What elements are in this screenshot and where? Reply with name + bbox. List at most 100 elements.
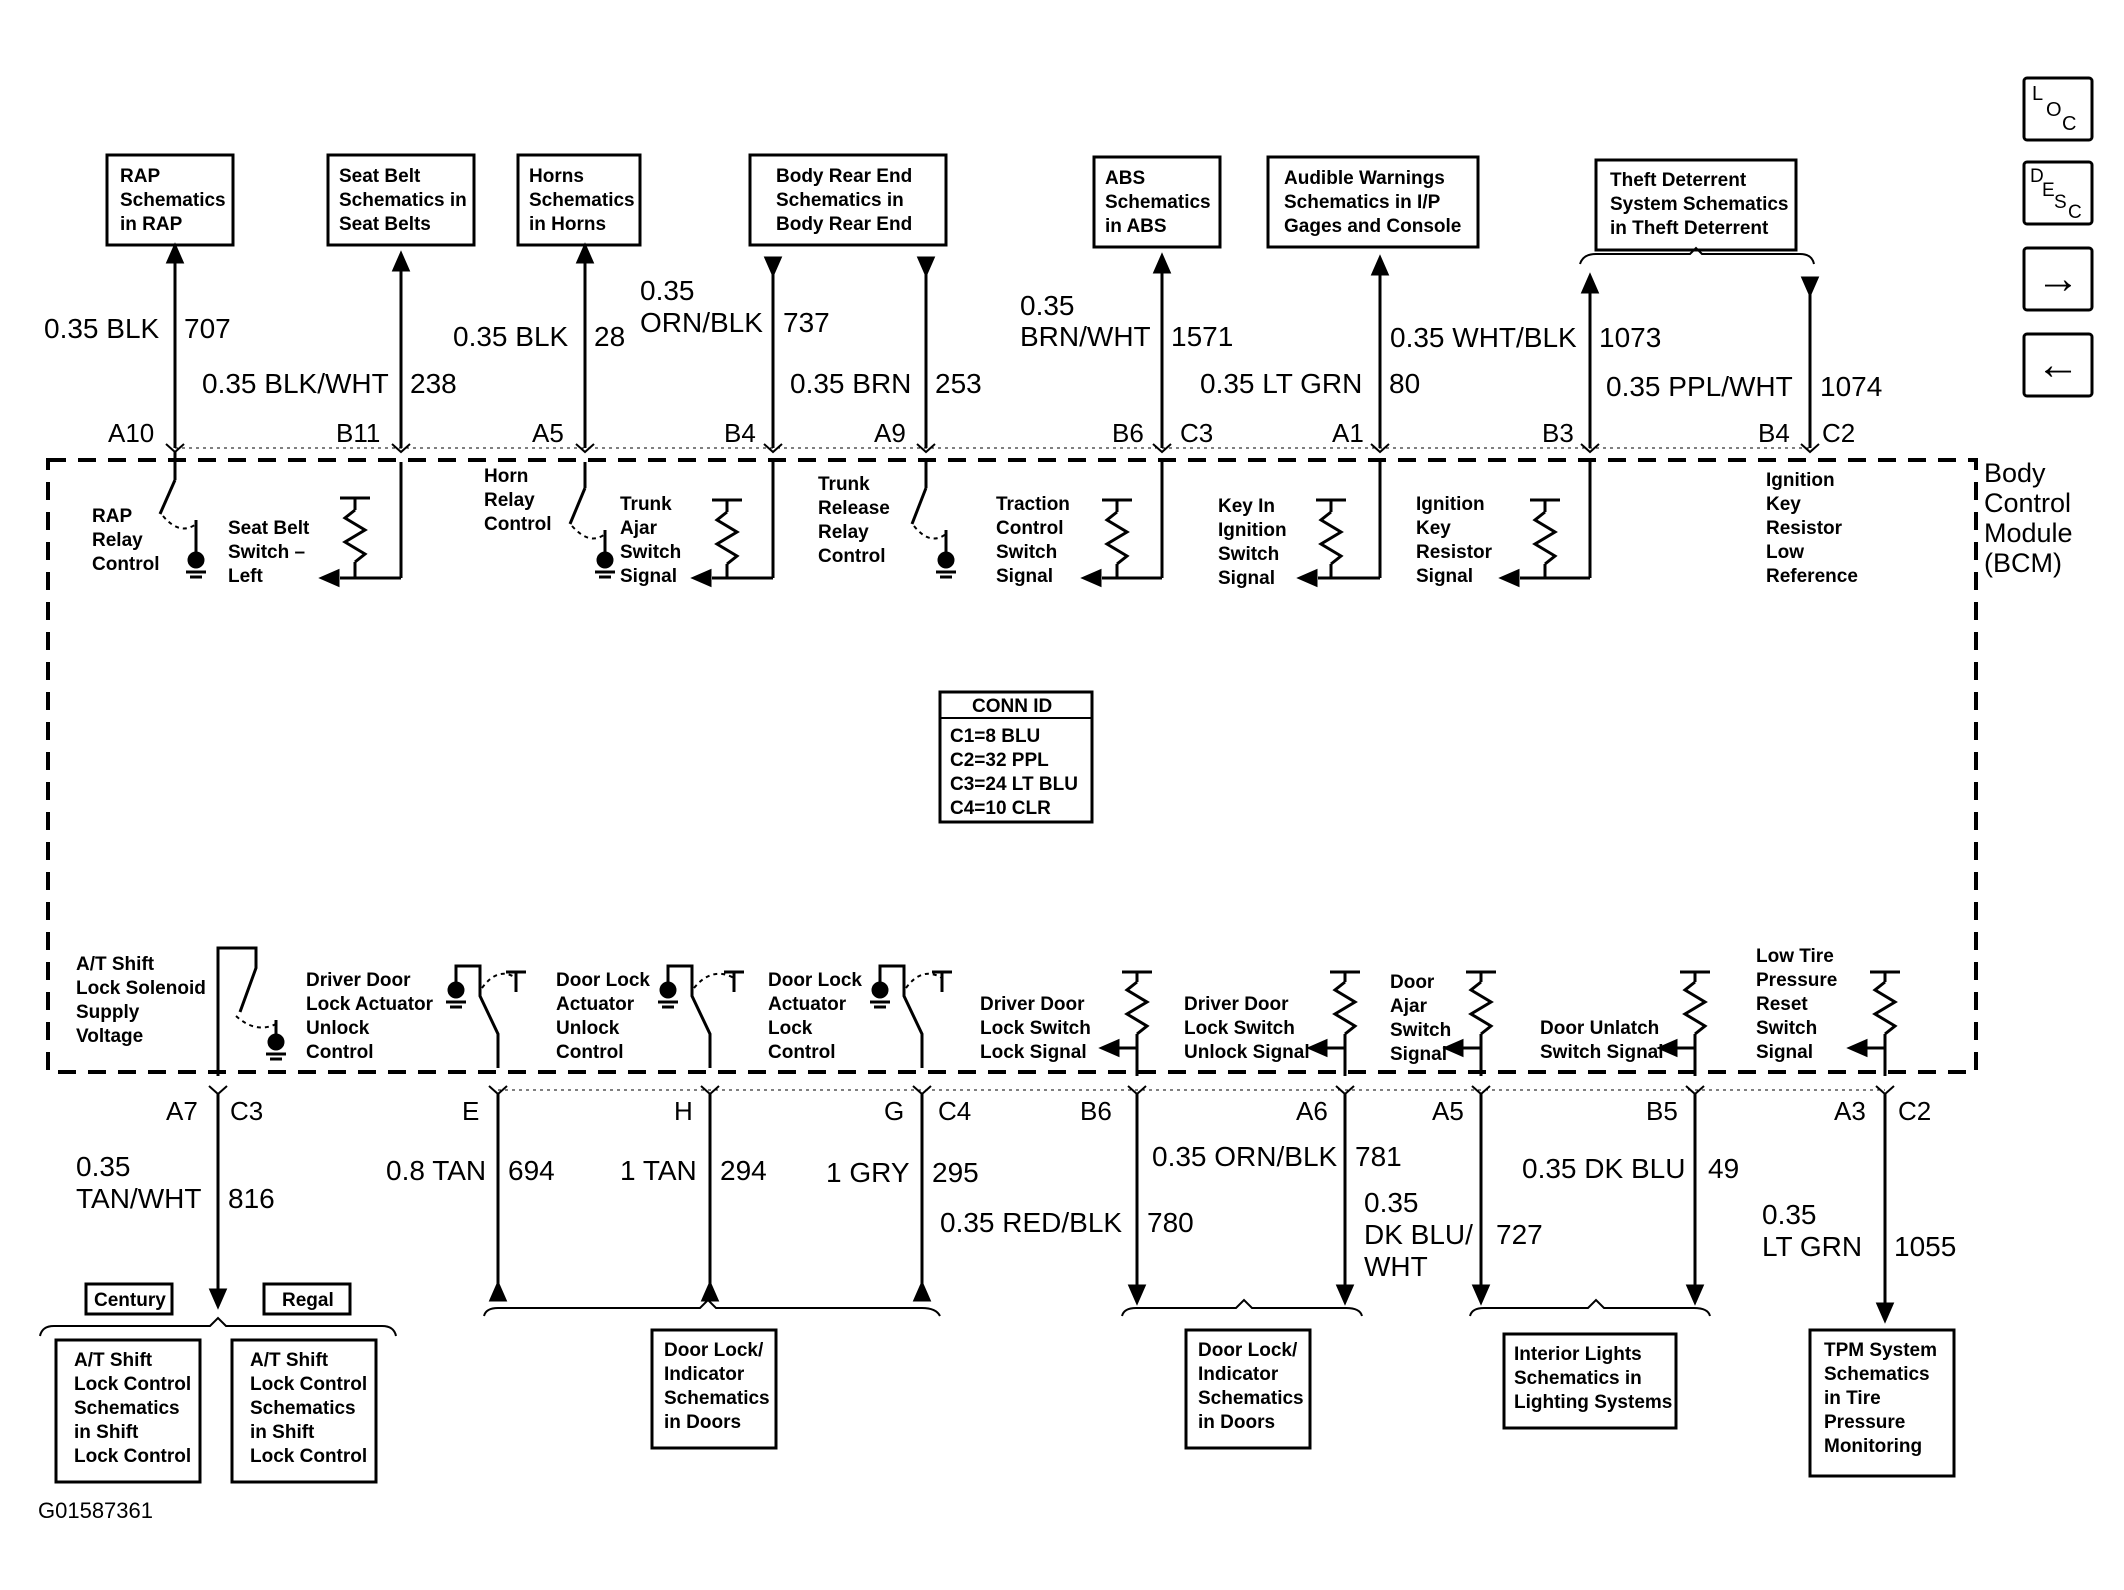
component-label: Unlock — [556, 1018, 620, 1039]
box-text: A/T Shift — [74, 1350, 153, 1371]
circuit-number: 238 — [410, 368, 457, 399]
conn-id-line: C3=24 LT BLU — [950, 774, 1078, 795]
circuit-number: 80 — [1389, 368, 1420, 399]
connector-label: C3 — [1180, 418, 1213, 448]
component-label: Switch — [996, 542, 1057, 563]
loc-letter: L — [2032, 83, 2043, 105]
bottom-reference-box-at-shift-regal[interactable]: A/T Shift Lock Control Schematics in Shi… — [230, 1338, 378, 1484]
wire-gauge-color: DK BLU/ — [1364, 1219, 1473, 1250]
box-text: Schematics — [1105, 192, 1211, 213]
conn-id-line: C2=32 PPL — [950, 750, 1049, 771]
box-text: Schematics — [250, 1398, 356, 1419]
top-reference-box-body-rear-end[interactable]: Body Rear End Schematics in Body Rear En… — [748, 153, 948, 247]
conn-id-box: CONN ID C1=8 BLU C2=32 PPL C3=24 LT BLU … — [938, 690, 1094, 824]
circuit-number: 295 — [932, 1157, 979, 1188]
top-reference-box-audible-warnings[interactable]: Audible Warnings Schematics in I/P Gages… — [1266, 155, 1480, 249]
circuit-number: 49 — [1708, 1153, 1739, 1184]
component-label: Pressure — [1756, 970, 1837, 991]
component-label: Control — [768, 1042, 836, 1063]
pin-label: A5 — [532, 418, 564, 448]
top-reference-box-horns[interactable]: Horns Schematics in Horns — [516, 153, 642, 247]
box-text: in Doors — [1198, 1412, 1275, 1433]
desc-letter: S — [2054, 192, 2067, 213]
variant-text: Regal — [282, 1290, 334, 1311]
component-label: Control — [306, 1042, 374, 1063]
component-label: Reference — [1766, 566, 1858, 587]
pin-label: A5 — [1432, 1096, 1464, 1126]
bottom-reference-box-door-lock-2[interactable]: Door Lock/ Indicator Schematics in Doors — [1184, 1328, 1312, 1450]
component-label: Traction — [996, 494, 1070, 515]
wire-gauge-color: 0.35 BRN — [790, 368, 911, 399]
component-label: Switch — [1756, 1018, 1817, 1039]
bottom-brackets — [39, 1298, 1711, 1337]
component-label: Ignition — [1416, 494, 1485, 515]
variant-text: Century — [94, 1290, 166, 1311]
component-label: Driver Door — [980, 994, 1085, 1015]
loc-button[interactable]: L O C — [2022, 76, 2094, 142]
component-label: Control — [996, 518, 1064, 539]
box-text: A/T Shift — [250, 1350, 329, 1371]
bottom-reference-box-interior-lights[interactable]: Interior Lights Schematics in Lighting S… — [1502, 1332, 1678, 1430]
top-reference-box-abs[interactable]: ABS Schematics in ABS — [1092, 155, 1222, 249]
component-label: Lock Signal — [980, 1042, 1087, 1063]
pin-label: B6 — [1112, 418, 1144, 448]
variant-label-century: Century — [84, 1282, 174, 1316]
top-reference-box-theft-deterrent[interactable]: Theft Deterrent System Schematics in The… — [1594, 158, 1798, 252]
pin-label: B11 — [336, 418, 380, 448]
desc-button[interactable]: D E S C — [2022, 160, 2094, 226]
circuit-number: 1073 — [1599, 322, 1661, 353]
pin-label: A1 — [1332, 418, 1364, 448]
bottom-reference-box-tpm-system[interactable]: TPM System Schematics in Tire Pressure M… — [1808, 1328, 1956, 1478]
figure-id: G01587361 — [38, 1498, 153, 1523]
wire-gauge-color: 0.35 DK BLU — [1522, 1153, 1685, 1184]
wire-gauge-color: 0.35 BLK/WHT — [202, 368, 389, 399]
pin-label: B4 — [1758, 418, 1790, 448]
arrow-left-icon: ← — [2036, 340, 2080, 389]
box-text: Lock Control — [250, 1446, 367, 1467]
component-label: Control — [484, 514, 552, 535]
box-text: in Shift — [250, 1422, 315, 1443]
box-text: Schematics in I/P — [1284, 192, 1441, 213]
pin-label: G — [884, 1096, 904, 1126]
top-reference-box-rap[interactable]: RAP Schematics in RAP — [105, 153, 235, 247]
component-label: Unlock Signal — [1184, 1042, 1310, 1063]
circuit-number: 1074 — [1820, 371, 1882, 402]
component-label: Control — [818, 546, 886, 567]
wire-gauge-color: 0.35 BLK — [44, 313, 160, 344]
wire-gauge-color: 0.35 — [76, 1151, 131, 1182]
desc-letter: D — [2030, 166, 2044, 187]
wire-gauge-color: BRN/WHT — [1020, 321, 1151, 352]
component-label: Horn — [484, 466, 528, 487]
component-label: Signal — [620, 566, 677, 587]
pin-label: B6 — [1080, 1096, 1112, 1126]
component-label: Seat Belt — [228, 518, 310, 539]
component-label: A/T Shift — [76, 954, 155, 975]
box-text: Seat Belts — [339, 214, 431, 235]
bottom-reference-box-door-lock-1[interactable]: Door Lock/ Indicator Schematics in Doors — [650, 1328, 778, 1450]
box-text: in Doors — [664, 1412, 741, 1433]
box-text: Seat Belt — [339, 166, 421, 187]
bottom-reference-box-at-shift-century[interactable]: A/T Shift Lock Control Schematics in Shi… — [54, 1338, 202, 1484]
next-page-button[interactable]: → — [2022, 246, 2094, 312]
circuit-number: 707 — [184, 313, 231, 344]
wire-gauge-color: 0.35 ORN/BLK — [1152, 1141, 1338, 1172]
component-label: Door — [1390, 972, 1435, 993]
component-label: Control — [92, 554, 160, 575]
box-text: Indicator — [1198, 1364, 1279, 1385]
conn-id-line: C4=10 CLR — [950, 798, 1051, 819]
box-text: Schematics — [1198, 1388, 1304, 1409]
component-label: Key In — [1218, 496, 1275, 517]
circuit-number: 816 — [228, 1183, 275, 1214]
component-label: Door Unlatch — [1540, 1018, 1659, 1039]
box-text: TPM System — [1824, 1340, 1937, 1361]
box-text: Lock Control — [74, 1446, 191, 1467]
component-label: Key — [1766, 494, 1801, 515]
circuit-number: 737 — [783, 307, 830, 338]
component-label: Trunk — [818, 474, 870, 495]
wire-gauge-color: 0.35 PPL/WHT — [1606, 371, 1793, 402]
module-name-line: (BCM) — [1984, 548, 2062, 578]
top-reference-box-seat-belt[interactable]: Seat Belt Schematics in Seat Belts — [326, 153, 476, 247]
loc-letter: C — [2062, 113, 2076, 135]
component-label: Switch Signal — [1540, 1042, 1664, 1063]
previous-page-button[interactable]: ← — [2022, 332, 2094, 398]
